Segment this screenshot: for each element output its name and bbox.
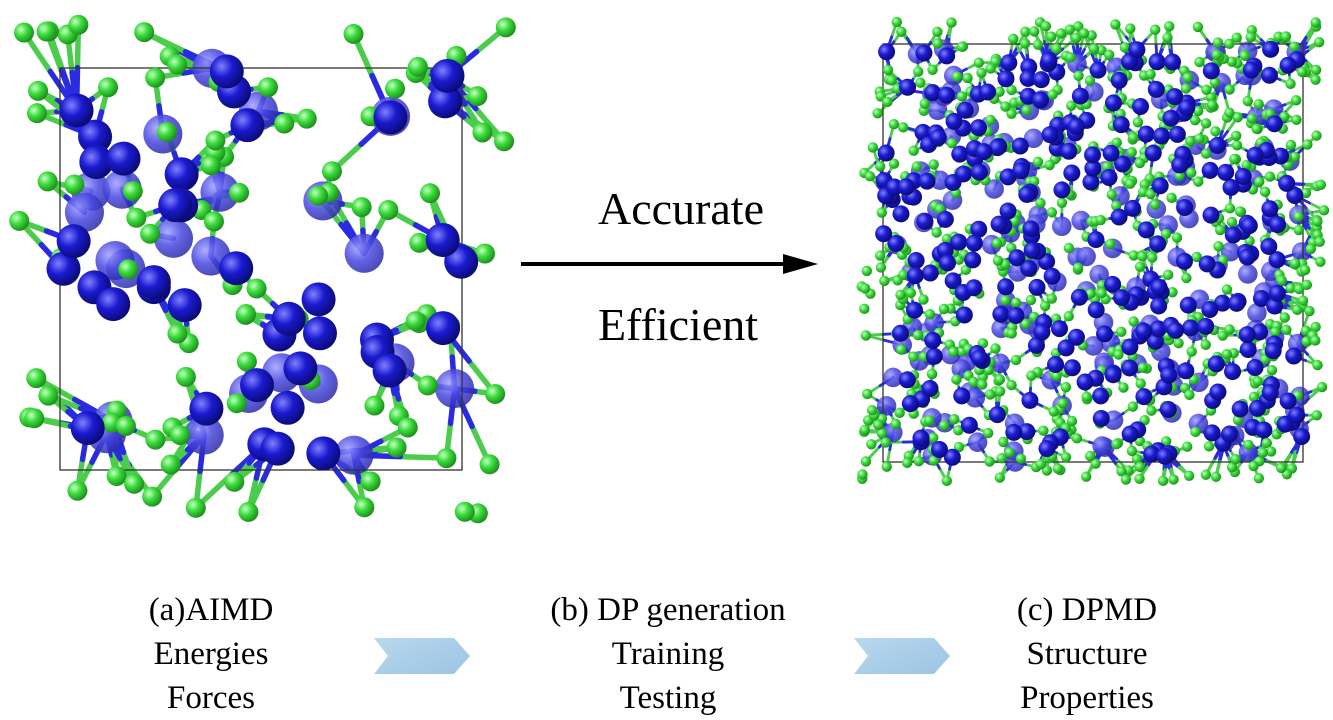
arrow-top-label: Accurate xyxy=(598,183,764,234)
step-dp-line1: Training xyxy=(611,636,725,672)
aimd-structure xyxy=(0,0,520,560)
process-arrow-1 xyxy=(374,638,470,674)
step-aimd-title: (a)AIMD xyxy=(148,592,274,628)
step-dpmd-title: (c) DPMD xyxy=(1016,592,1158,628)
blue-atoms xyxy=(46,54,479,471)
main-arrow-head xyxy=(783,254,818,274)
arrow-bottom-label: Efficient xyxy=(597,299,759,350)
step-dpmd-line2: Properties xyxy=(1020,680,1154,716)
blue-atoms xyxy=(875,40,1311,466)
step-dp-title: (b) DP generation xyxy=(550,592,786,628)
step-aimd-line1: Energies xyxy=(153,636,269,672)
main-arrow xyxy=(521,254,818,274)
step-aimd-line2: Forces xyxy=(167,680,255,716)
dpmd-atomic-structure-image xyxy=(856,16,1330,487)
step-dpmd-line1: Structure xyxy=(1026,636,1148,672)
green-atoms xyxy=(9,14,516,524)
process-arrow-2 xyxy=(854,638,950,674)
dpmd-structure xyxy=(845,10,1333,530)
step-dp-line2: Testing xyxy=(619,680,717,716)
aimd-atomic-structure-image xyxy=(9,14,516,524)
